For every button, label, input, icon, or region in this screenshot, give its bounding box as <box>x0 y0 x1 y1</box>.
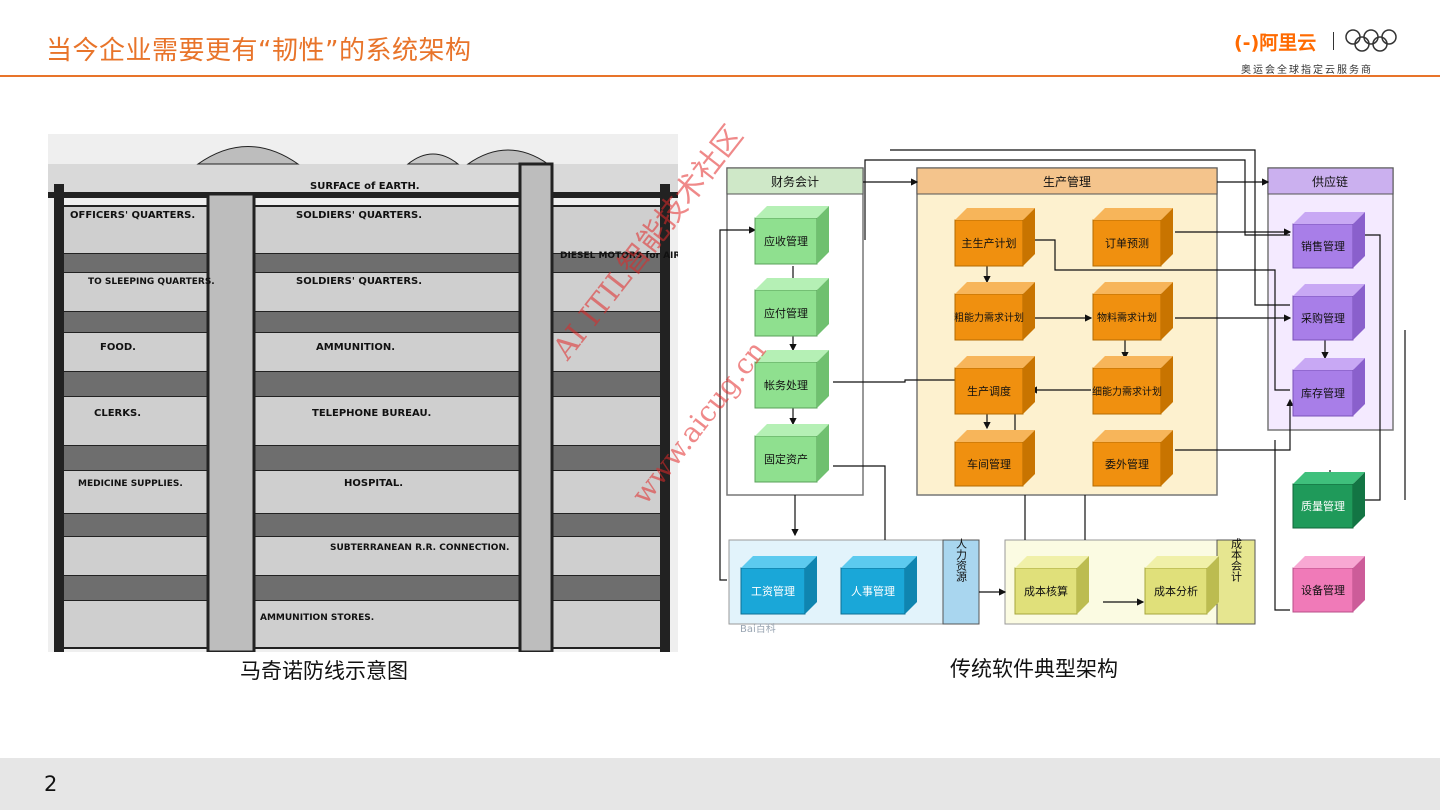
title-divider <box>0 75 1440 77</box>
svg-text:物料需求计划: 物料需求计划 <box>1097 311 1157 324</box>
label-soldiers-1: SOLDIERS' QUARTERS. <box>296 210 422 221</box>
svg-text:设备管理: 设备管理 <box>1301 583 1345 597</box>
module-workshop: 车间管理 <box>955 430 1035 486</box>
svg-text:销售管理: 销售管理 <box>1301 239 1345 253</box>
logo-brand: (-)阿里云 <box>1234 28 1316 55</box>
module-mrp: 物料需求计划 <box>1093 282 1173 340</box>
footer-bar: 2 <box>0 758 1440 810</box>
module-mps: 主生产计划 <box>955 208 1035 266</box>
svg-text:委外管理: 委外管理 <box>1105 457 1149 471</box>
label-clerks: CLERKS. <box>94 408 141 419</box>
logo-divider <box>1333 32 1334 50</box>
module-receivable: 应收管理 <box>755 206 829 264</box>
page-number: 2 <box>44 772 57 796</box>
label-telephone: TELEPHONE BUREAU. <box>312 408 431 419</box>
svg-text:成本核算: 成本核算 <box>1024 584 1068 598</box>
label-sleeping: TO SLEEPING QUARTERS. <box>88 277 215 287</box>
group-cost: 成本会计 <box>1230 538 1243 583</box>
module-payroll: 工资管理 <box>741 556 817 614</box>
diagram-credit: Bai百科 <box>740 622 776 635</box>
group-finance: 财务会计 <box>771 174 819 189</box>
svg-text:应付管理: 应付管理 <box>764 306 808 320</box>
label-officers: OFFICERS' QUARTERS. <box>70 210 195 221</box>
module-equipment: 设备管理 <box>1293 556 1365 612</box>
module-cost-analysis: 成本分析 <box>1145 556 1219 614</box>
svg-text:成本分析: 成本分析 <box>1154 584 1198 598</box>
slide-title: 当今企业需要更有“韧性”的系统架构 <box>46 30 471 67</box>
label-medicine: MEDICINE SUPPLIES. <box>78 479 183 489</box>
svg-text:订单预测: 订单预测 <box>1105 237 1149 250</box>
module-payable: 应付管理 <box>755 278 829 336</box>
label-soldiers-2: SOLDIERS' QUARTERS. <box>296 276 422 287</box>
module-personnel: 人事管理 <box>841 556 917 614</box>
label-railway: SUBTERRANEAN R.R. CONNECTION. <box>330 543 509 553</box>
module-scheduling: 生产调度 <box>955 356 1035 414</box>
module-assets: 固定资产 <box>755 424 829 482</box>
aliyun-logo: (-)阿里云 奥运会全球指定云服务商 <box>1234 28 1404 78</box>
svg-text:主生产计划: 主生产计划 <box>962 236 1017 250</box>
logo-subtitle: 奥运会全球指定云服务商 <box>1241 61 1373 76</box>
group-supply: 供应链 <box>1312 174 1348 189</box>
label-ammo-stores: AMMUNITION STORES. <box>260 613 374 623</box>
svg-text:固定资产: 固定资产 <box>764 452 808 466</box>
group-production: 生产管理 <box>1043 174 1091 189</box>
label-food: FOOD. <box>100 342 136 353</box>
module-purchase: 采购管理 <box>1293 284 1365 340</box>
module-inventory: 库存管理 <box>1293 358 1365 416</box>
svg-text:采购管理: 采购管理 <box>1301 311 1345 325</box>
svg-text:库存管理: 库存管理 <box>1301 386 1345 400</box>
olympic-rings-icon <box>1344 28 1400 54</box>
module-crp: 细能力需求计划 <box>1092 356 1173 414</box>
software-architecture-diagram: 财务会计 生产管理 供应链 人力资源 成本会计 <box>715 140 1415 635</box>
module-order: 订单预测 <box>1093 208 1173 266</box>
maginot-line-illustration: SURFACE of EARTH. OFFICERS' QUARTERS. SO… <box>48 134 678 652</box>
right-caption: 传统软件典型架构 <box>950 653 1118 683</box>
left-caption: 马奇诺防线示意图 <box>240 655 408 685</box>
svg-text:工资管理: 工资管理 <box>751 584 795 598</box>
svg-text:人事管理: 人事管理 <box>851 584 895 598</box>
label-ammunition: AMMUNITION. <box>316 342 395 353</box>
module-sales: 销售管理 <box>1293 212 1365 268</box>
module-outsource: 委外管理 <box>1093 430 1173 486</box>
module-rccp: 粗能力需求计划 <box>954 282 1035 340</box>
label-surface: SURFACE of EARTH. <box>310 181 420 192</box>
module-quality: 质量管理 <box>1293 472 1365 528</box>
svg-text:生产调度: 生产调度 <box>967 384 1011 398</box>
svg-text:车间管理: 车间管理 <box>967 457 1011 471</box>
svg-text:质量管理: 质量管理 <box>1301 499 1345 513</box>
svg-text:粗能力需求计划: 粗能力需求计划 <box>954 311 1024 324</box>
module-cost-calc: 成本核算 <box>1015 556 1089 614</box>
svg-text:帐务处理: 帐务处理 <box>764 379 808 392</box>
label-hospital: HOSPITAL. <box>344 478 403 489</box>
svg-text:应收管理: 应收管理 <box>764 234 808 248</box>
svg-text:细能力需求计划: 细能力需求计划 <box>1092 385 1162 398</box>
group-hr: 人力资源 <box>955 538 968 583</box>
